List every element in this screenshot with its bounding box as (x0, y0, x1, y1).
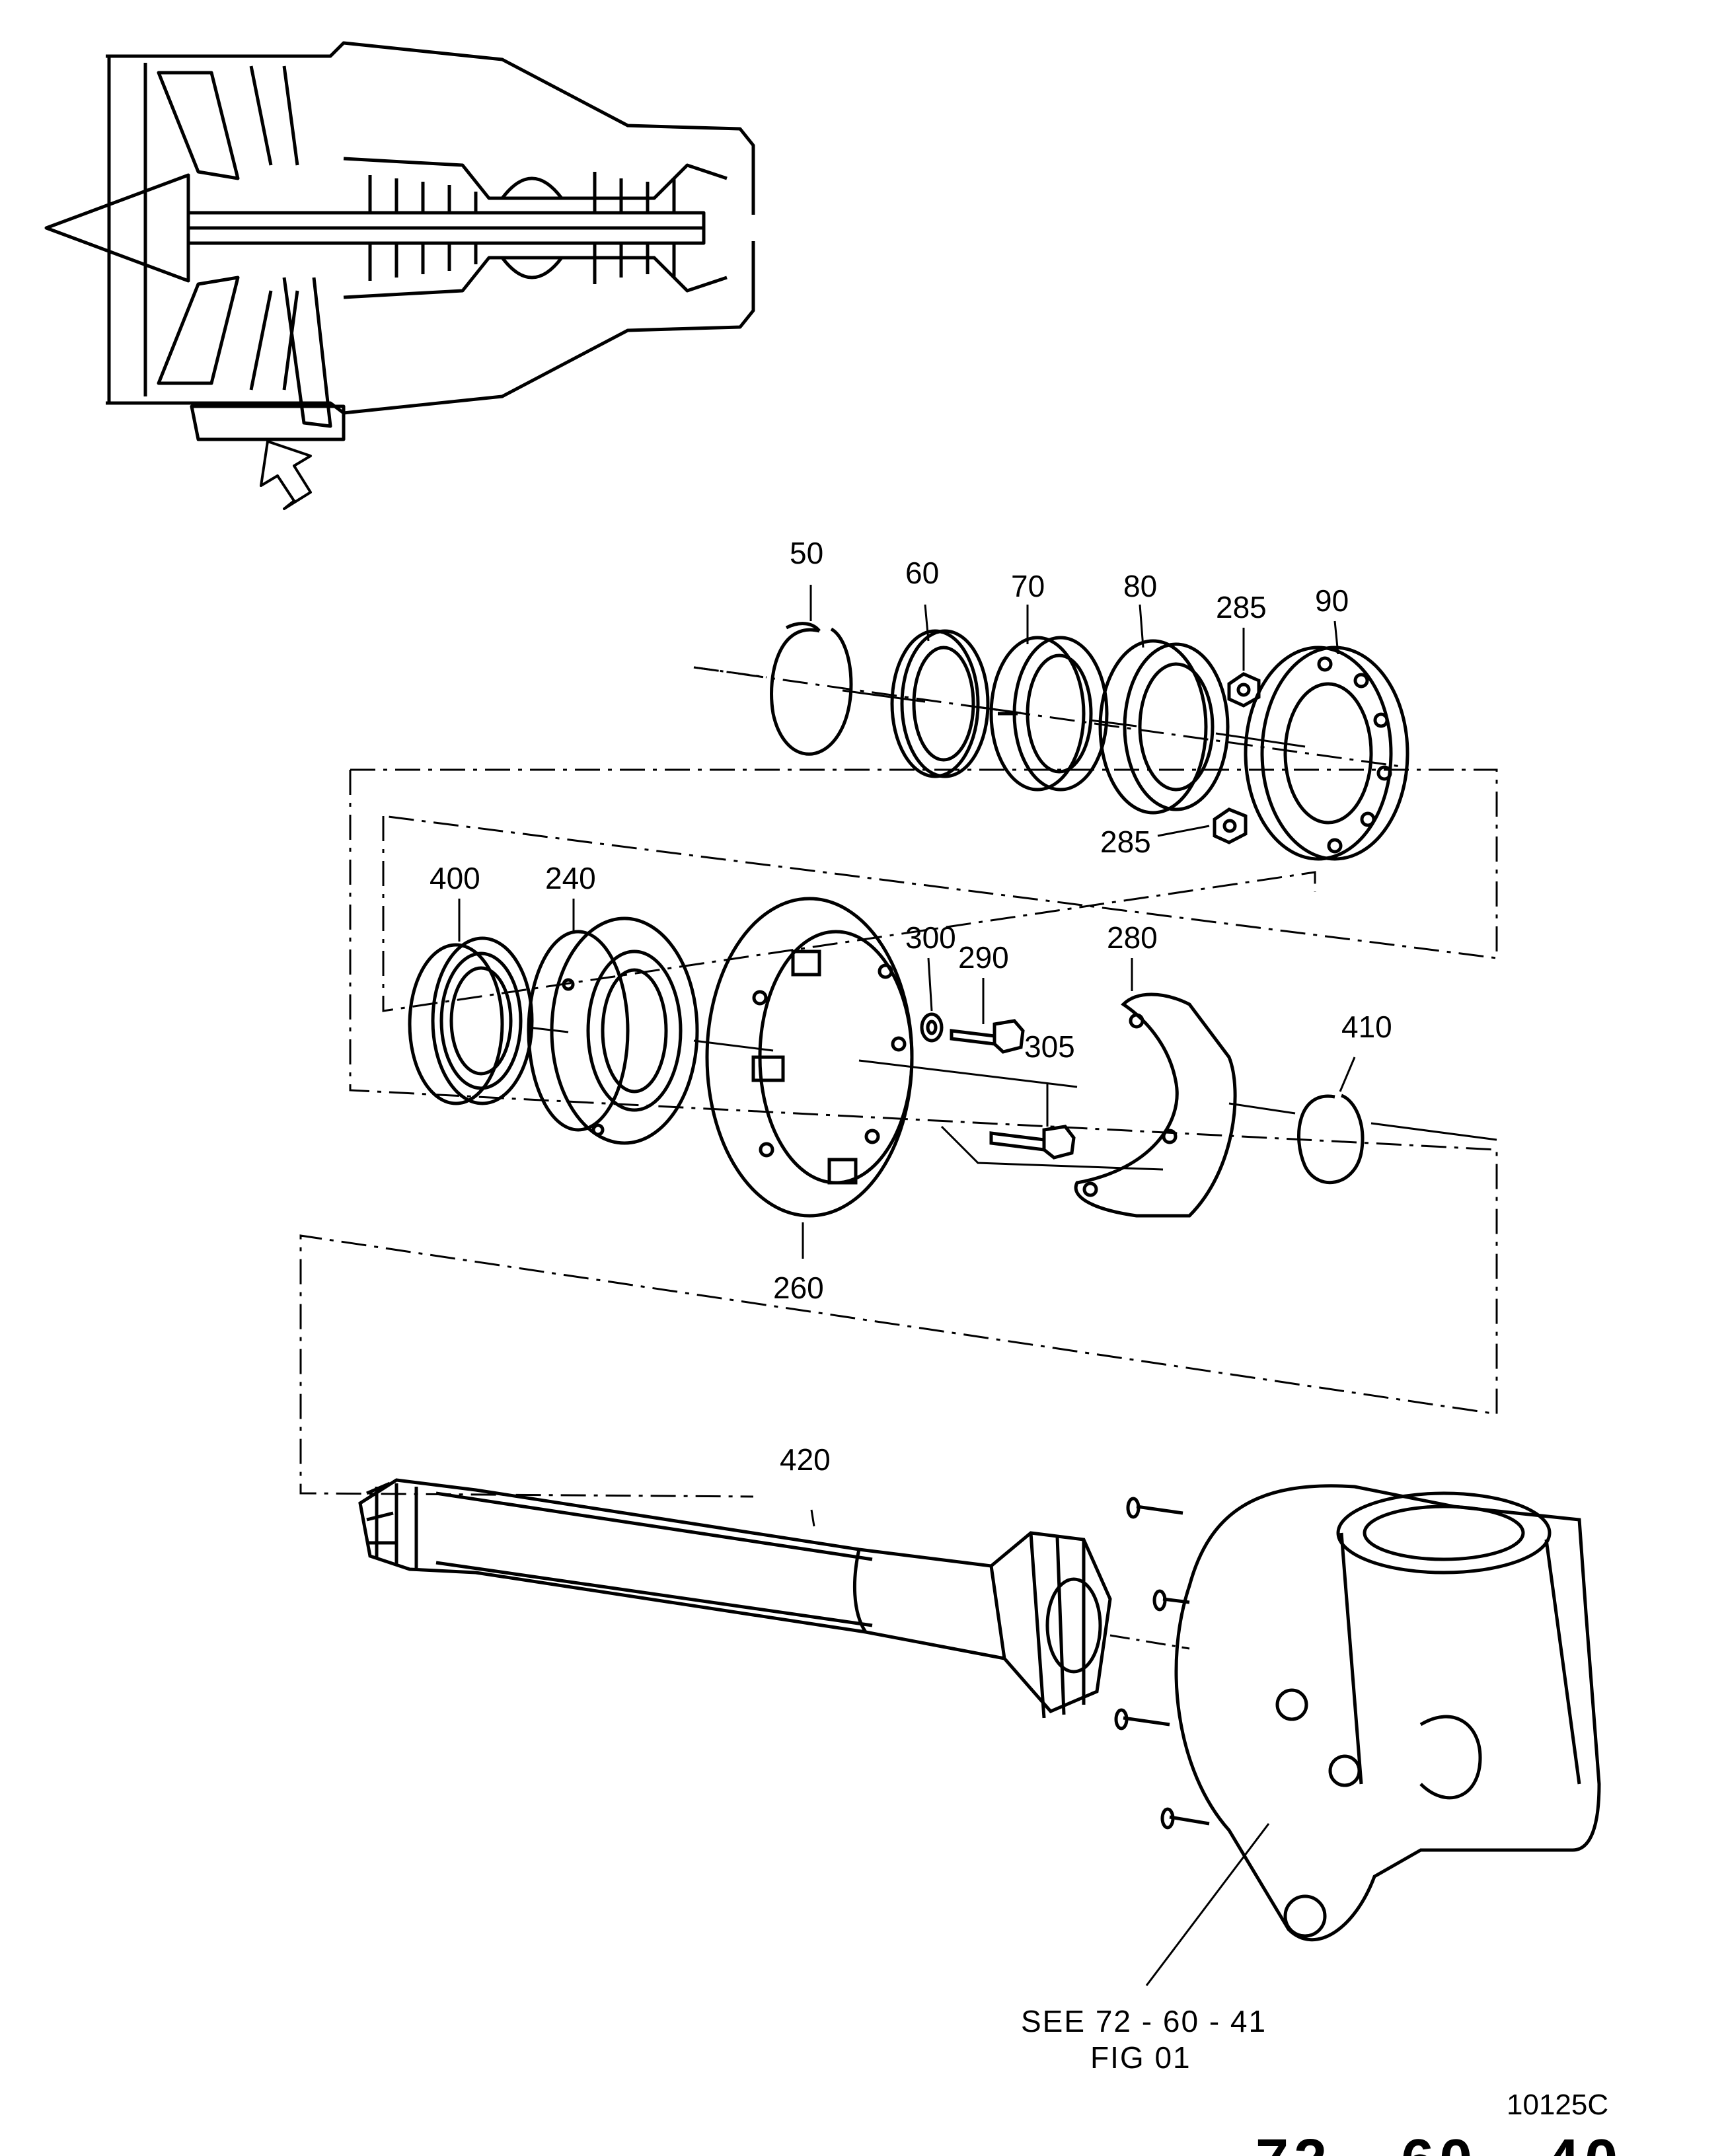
centerline-upper-solid (842, 689, 1306, 748)
callout-280: 280 (1107, 920, 1158, 955)
figure-id: 10125C (1507, 2089, 1608, 2121)
bearing-housing-240 (527, 916, 699, 1145)
cover-plate-90 (1244, 646, 1409, 861)
nut-285-upper (1227, 672, 1261, 708)
callout-80: 80 (1123, 569, 1157, 603)
callout-60: 60 (905, 556, 939, 590)
callout-50: 50 (790, 536, 823, 570)
reference-line-1: SEE 72 - 60 - 41 (1021, 2004, 1267, 2038)
reference-line-2: FIG 01 (1090, 2040, 1191, 2075)
callout-300: 300 (905, 920, 956, 955)
gearbox-housing (1114, 1484, 1601, 1942)
retaining-ring-50 (770, 622, 853, 756)
callout-285-lower: 285 (1100, 825, 1151, 859)
bearing-400 (408, 936, 534, 1105)
callout-260: 260 (773, 1271, 824, 1305)
callout-285-upper: 285 (1216, 590, 1267, 624)
callout-70: 70 (1011, 569, 1045, 603)
seal-carrier-70 (989, 636, 1109, 792)
seal-ring-60 (890, 629, 990, 778)
callout-290: 290 (958, 940, 1009, 975)
engine-locator-diagram (44, 41, 755, 510)
centerline-lower (1109, 1634, 1190, 1650)
nut-285-lower (1213, 807, 1248, 844)
bolt-305 (940, 1125, 1164, 1171)
retaining-ring-410 (1297, 1094, 1365, 1185)
cross-reference-note: SEE 72 - 60 - 41 FIG 01 (1021, 2004, 1267, 2075)
washer-300 (920, 1012, 944, 1043)
centerline-upper (693, 666, 767, 679)
bolt-290 (950, 1019, 1025, 1054)
callout-410: 410 (1341, 1010, 1392, 1044)
oil-shield-280 (1074, 992, 1237, 1218)
bevel-gear-shaft-420 (358, 1478, 1112, 1719)
page-number-fragment: 72 - 60 - 40 (1256, 2128, 1623, 2156)
callout-420: 420 (780, 1442, 831, 1477)
callout-labels: 50 60 70 80 285 90 285 400 240 300 290 2… (430, 536, 1392, 1477)
pointer-arrow-icon (260, 440, 312, 510)
callout-240: 240 (545, 861, 596, 895)
leader-lines (458, 585, 1356, 1986)
seal-housing-80 (1098, 639, 1230, 815)
support-plate-260 (705, 897, 914, 1218)
assembly-group-lines (299, 666, 1498, 1498)
callout-400: 400 (430, 861, 480, 895)
centerline-middle (528, 1026, 1497, 1141)
callout-305: 305 (1024, 1029, 1075, 1064)
callout-90: 90 (1315, 583, 1349, 618)
